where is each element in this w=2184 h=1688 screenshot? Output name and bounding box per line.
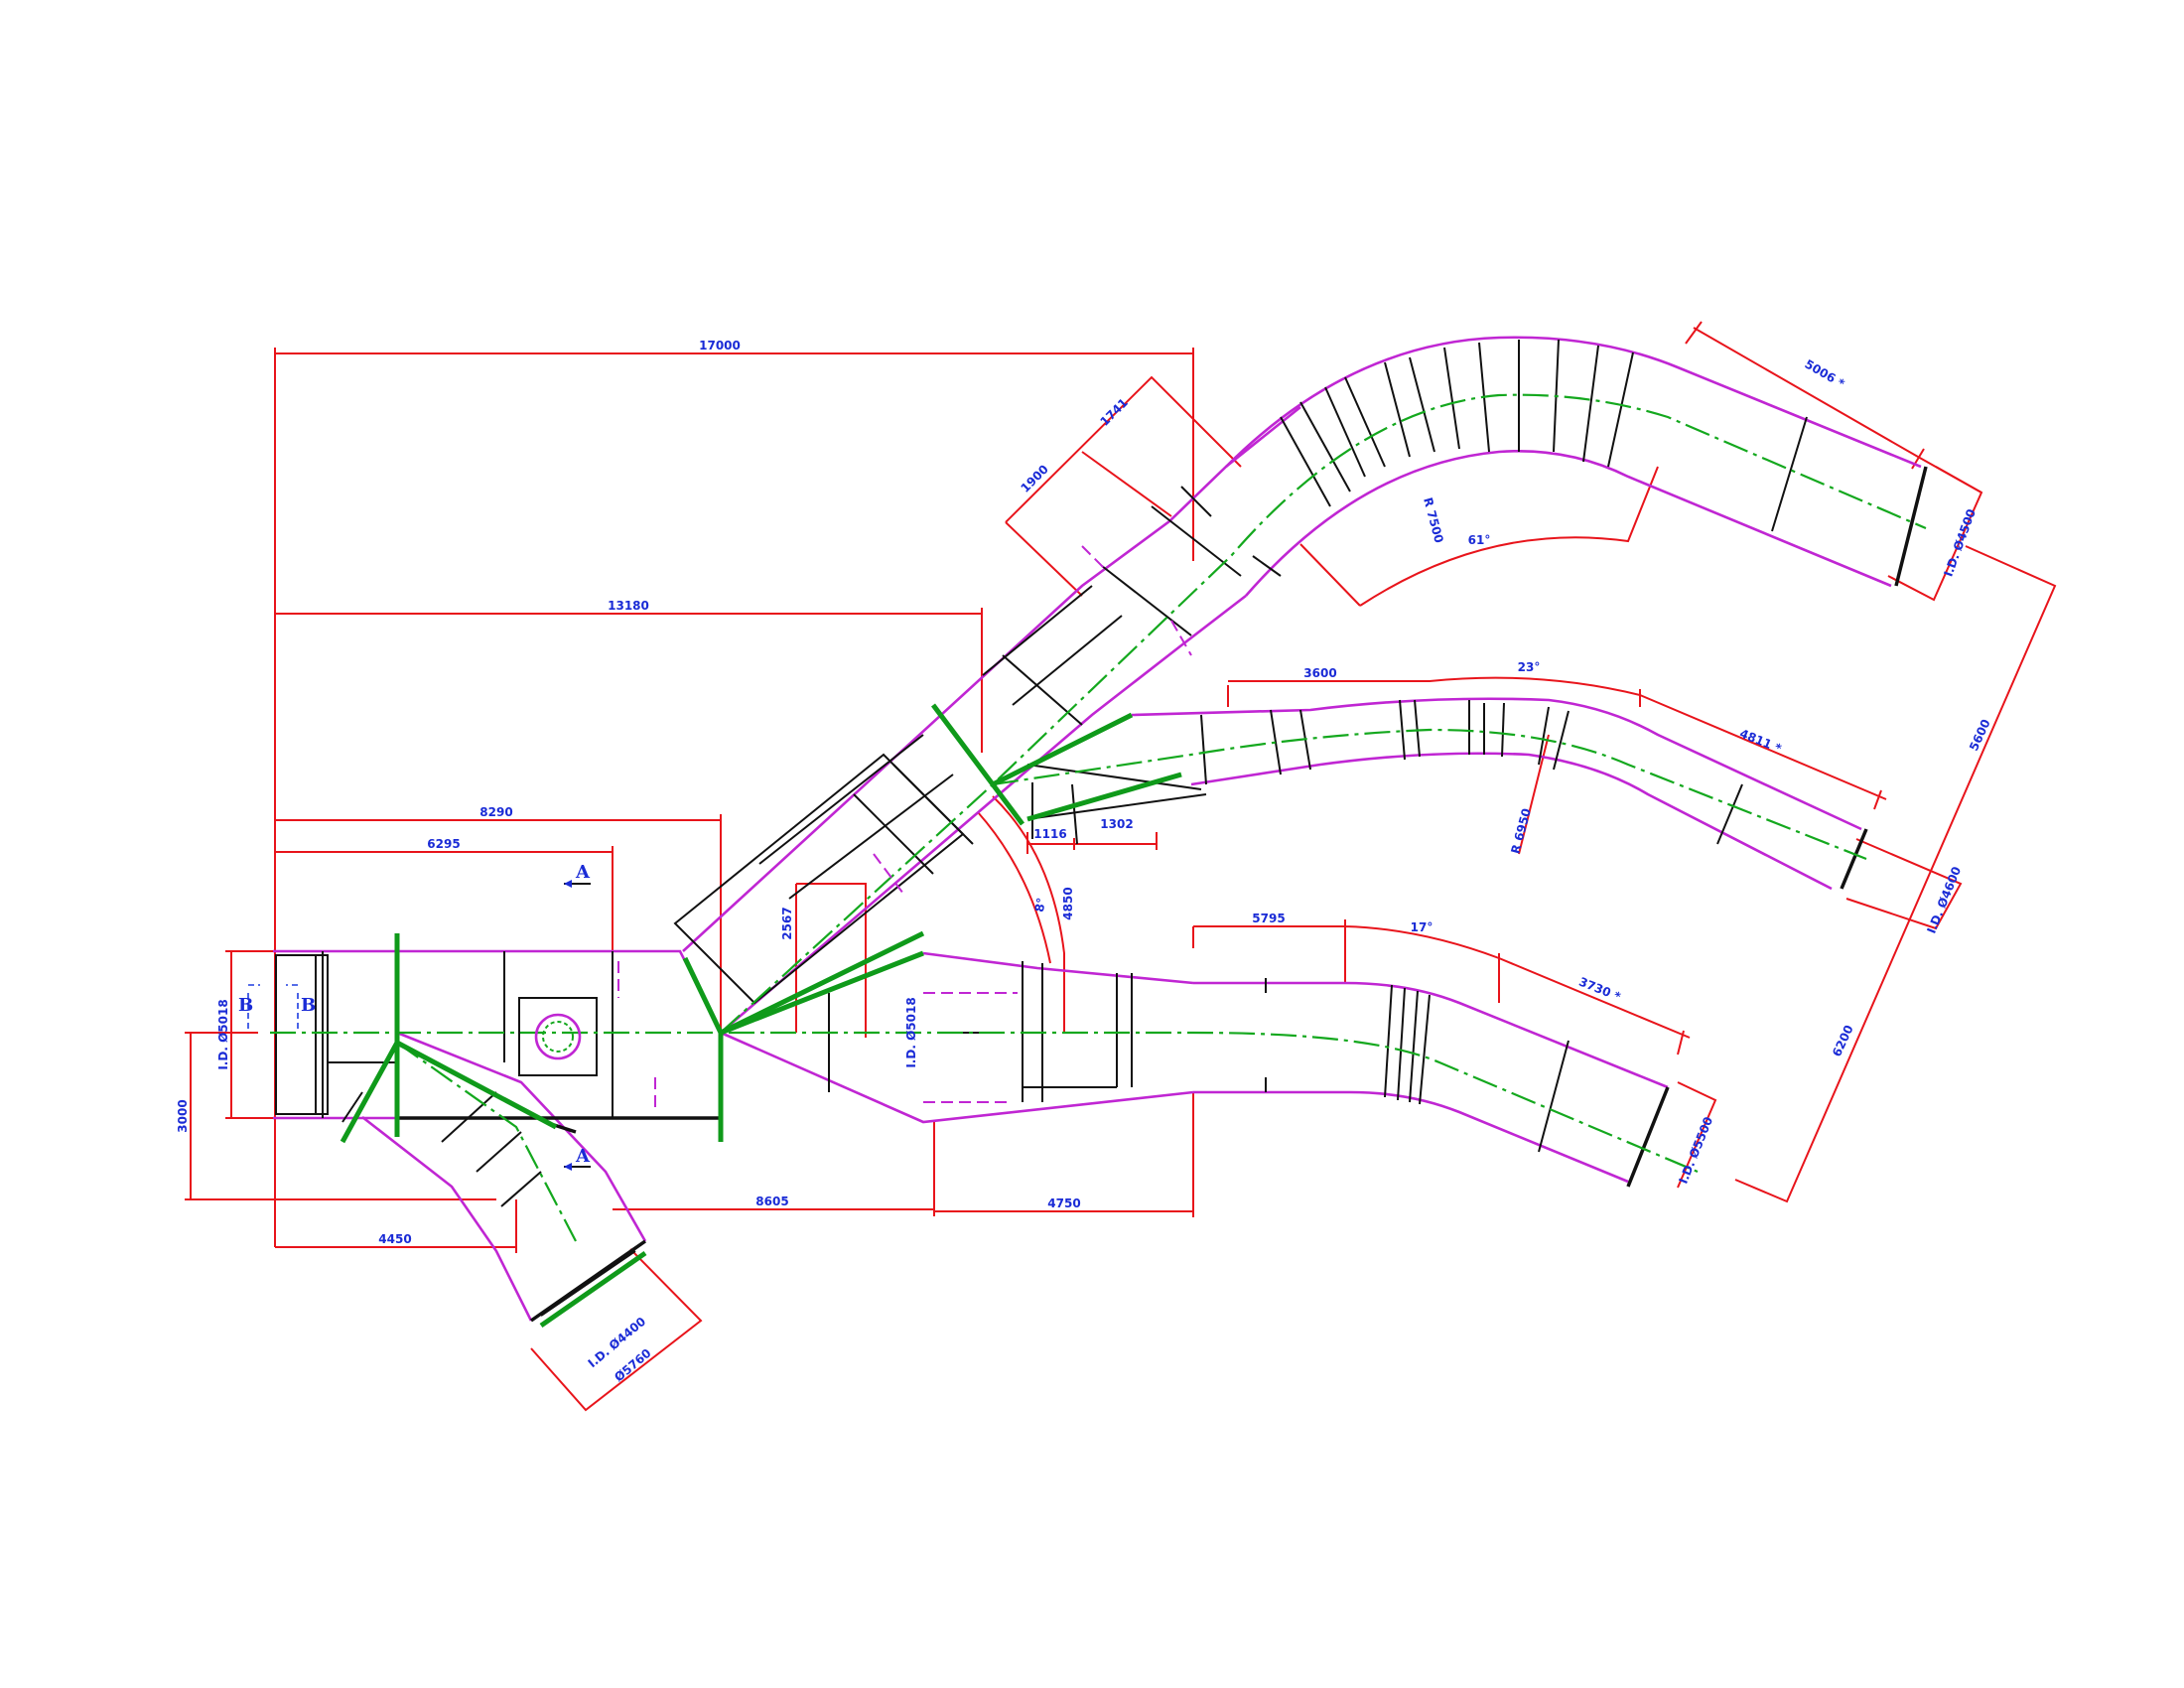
dim-8deg: 8° bbox=[1032, 897, 1048, 914]
dim-5006: 5006 * bbox=[1803, 357, 1848, 391]
section-a-top: A bbox=[575, 862, 591, 883]
duct-outlines bbox=[273, 336, 1922, 1322]
section-letters: A A B B bbox=[238, 862, 591, 1167]
section-markers bbox=[247, 880, 591, 1171]
dim-1741: 1741 bbox=[1097, 395, 1131, 429]
dim-3600: 3600 bbox=[1303, 666, 1336, 680]
centerlines bbox=[270, 393, 1927, 1329]
dim-r6950: R 6950 bbox=[1508, 807, 1534, 856]
hidden-lines bbox=[534, 545, 1192, 1107]
dim-r7500: R 7500 bbox=[1421, 496, 1446, 545]
dim-ld5018-left: I.D. Ø5018 bbox=[216, 999, 230, 1069]
section-a-bottom: A bbox=[575, 1146, 591, 1167]
dim-ld5018-right: I.D. Ø5018 bbox=[904, 997, 918, 1067]
dim-61deg: 61° bbox=[1468, 533, 1491, 547]
dim-17deg: 17° bbox=[1411, 920, 1433, 934]
dim-6295: 6295 bbox=[427, 837, 460, 851]
dim-5795: 5795 bbox=[1252, 912, 1285, 925]
dim-4450: 4450 bbox=[378, 1232, 411, 1246]
dimension-lines bbox=[185, 321, 2057, 1412]
dimension-labels: 17000 13180 8290 6295 3000 4450 8605 475… bbox=[176, 339, 1993, 1384]
dim-1900: 1900 bbox=[1018, 462, 1051, 495]
dim-23deg: 23° bbox=[1518, 660, 1541, 674]
dim-17000: 17000 bbox=[699, 339, 741, 352]
section-b-right: B bbox=[301, 995, 316, 1016]
dim-13180: 13180 bbox=[608, 599, 649, 613]
dim-5760: Ø5760 bbox=[612, 1346, 653, 1385]
dim-3000: 3000 bbox=[176, 1099, 190, 1132]
dim-ld4600: I.D. Ø4600 bbox=[1924, 865, 1964, 935]
duct-structure bbox=[275, 339, 1928, 1323]
dim-4850: 4850 bbox=[1061, 887, 1075, 919]
dim-ld4500: I.D. Ø4500 bbox=[1941, 507, 1979, 579]
dim-8290: 8290 bbox=[479, 805, 512, 819]
section-b-left: B bbox=[238, 995, 253, 1016]
dim-8605: 8605 bbox=[755, 1195, 788, 1208]
dim-1302: 1302 bbox=[1100, 817, 1133, 831]
dim-4811: 4811 * bbox=[1738, 727, 1785, 757]
dim-4750: 4750 bbox=[1047, 1196, 1080, 1210]
dim-2567: 2567 bbox=[780, 907, 794, 939]
dim-1116: 1116 bbox=[1033, 827, 1066, 841]
dim-ld5500: I.D. Ø5500 bbox=[1676, 1115, 1715, 1186]
